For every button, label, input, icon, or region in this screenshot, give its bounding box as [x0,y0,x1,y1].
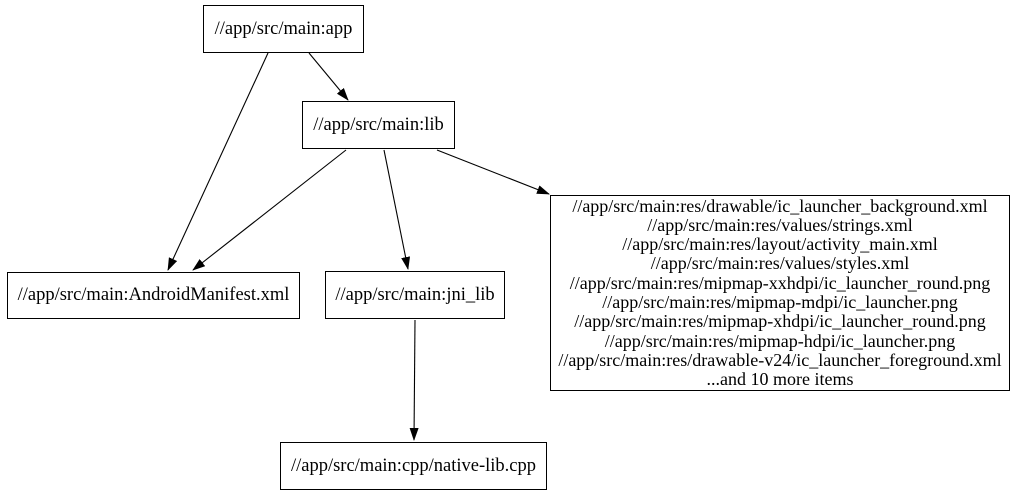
edge-jni-lib-to-native [409,319,419,441]
resource-line: //app/src/main:res/values/strings.xml [647,214,913,235]
edge-lib-to-manifest [192,149,347,271]
node-jni-lib: //app/src/main:jni_lib [325,271,505,319]
resource-line: //app/src/main:res/layout/activity_main.… [622,234,938,255]
resource-line: //app/src/main:res/drawable-v24/ic_launc… [558,349,1002,370]
node-jni-lib-label: //app/src/main:jni_lib [335,284,495,305]
resource-line: //app/src/main:res/mipmap-xhdpi/ic_launc… [574,311,986,332]
resource-line: //app/src/main:res/mipmap-xxhdpi/ic_laun… [569,272,991,293]
node-native-lib-cpp-label: //app/src/main:cpp/native-lib.cpp [290,455,537,476]
node-resources-group: //app/src/main:res/drawable/ic_launcher_… [550,195,1010,391]
node-lib: //app/src/main:lib [302,101,455,149]
node-android-manifest-label: //app/src/main:AndroidManifest.xml [17,285,290,306]
edge-lib-to-resources [436,149,550,195]
edge-app-to-manifest [167,52,269,271]
edge-app-to-lib [308,52,349,101]
resource-line: //app/src/main:res/mipmap-hdpi/ic_launch… [604,330,956,351]
node-native-lib-cpp: //app/src/main:cpp/native-lib.cpp [280,442,547,490]
resource-line: //app/src/main:res/values/styles.xml [650,253,910,274]
resource-line: //app/src/main:res/mipmap-mdpi/ic_launch… [602,292,958,312]
node-app: //app/src/main:app [203,5,364,53]
edge-lib-to-jni-lib [383,149,411,270]
resource-line-more-items: ...and 10 more items [706,369,854,390]
node-lib-label: //app/src/main:lib [313,114,444,135]
resource-line: //app/src/main:res/drawable/ic_launcher_… [572,195,988,216]
node-app-label: //app/src/main:app [214,18,353,39]
node-android-manifest: //app/src/main:AndroidManifest.xml [7,272,300,319]
